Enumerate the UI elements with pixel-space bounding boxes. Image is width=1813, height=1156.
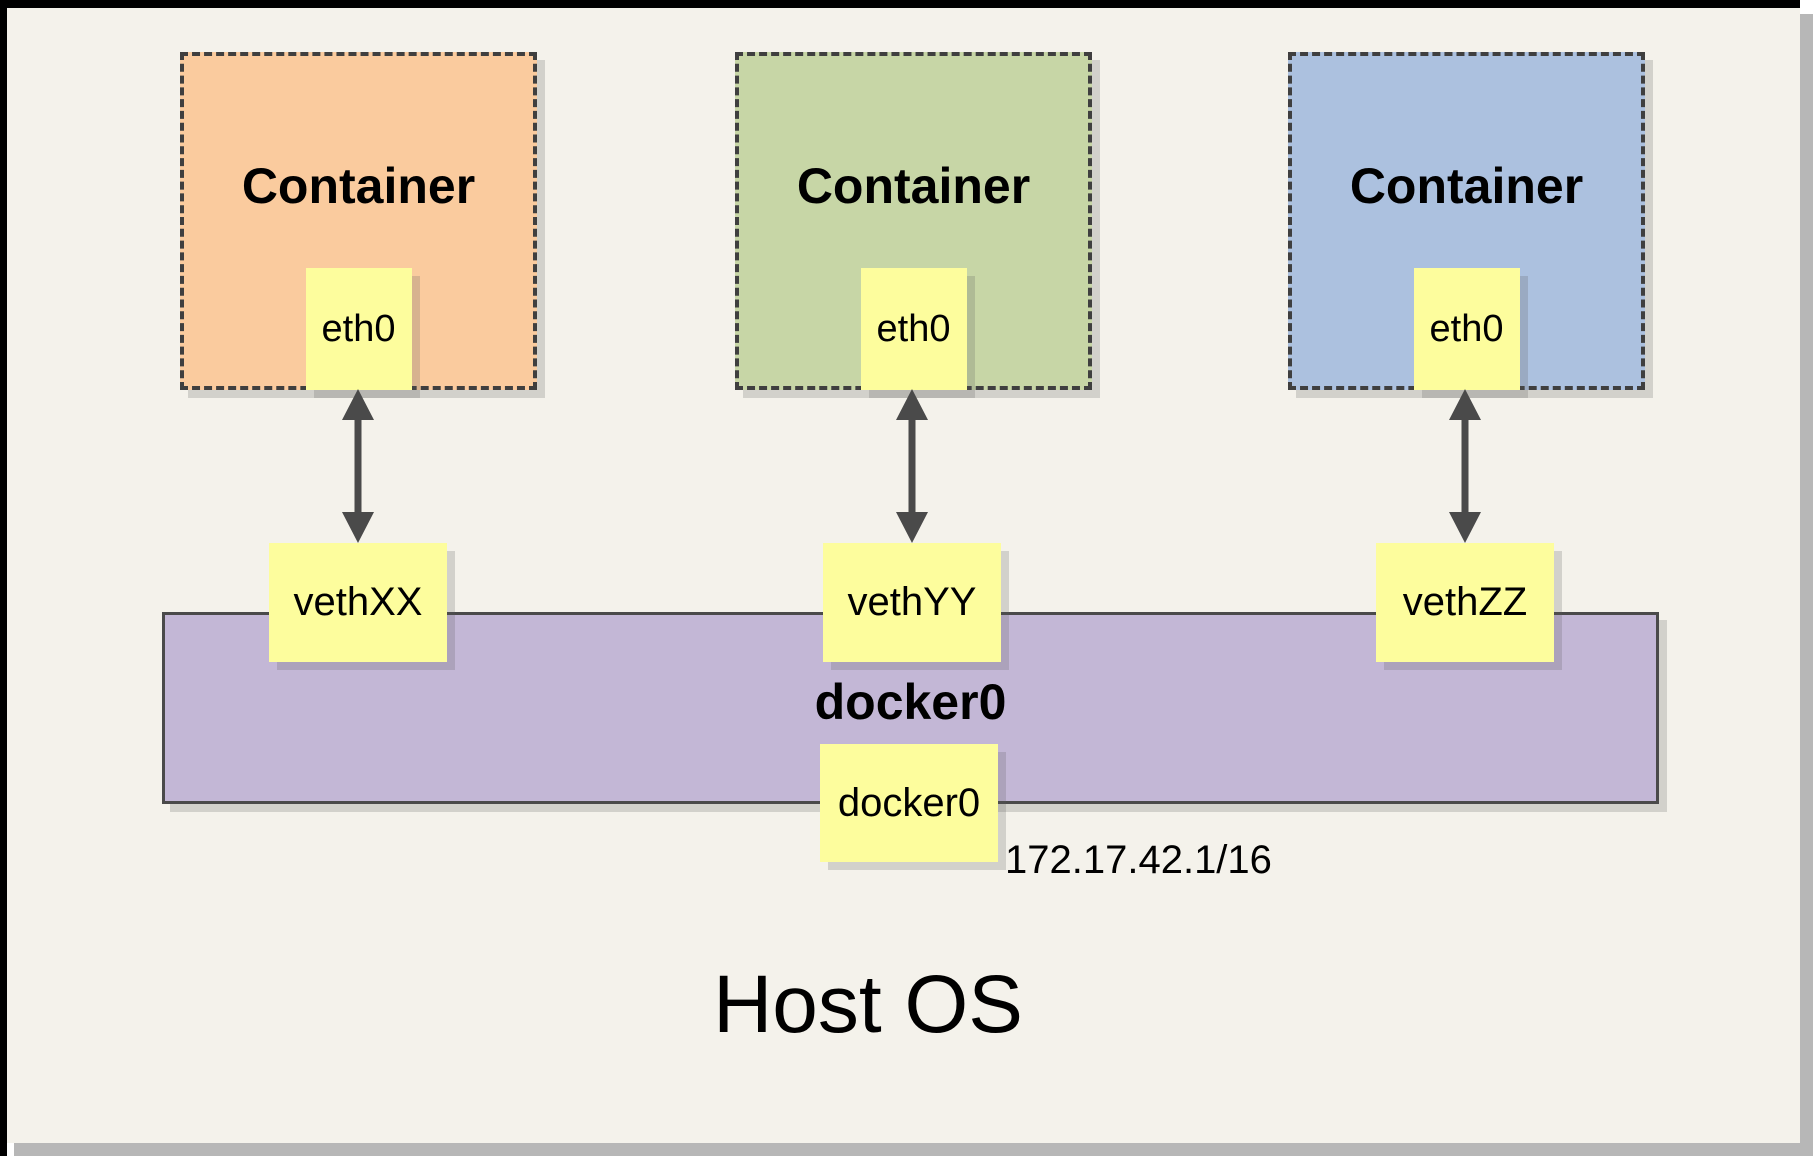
eth0-interface-box: eth0 bbox=[1413, 268, 1520, 390]
container-title: Container bbox=[796, 158, 1031, 214]
frame-shadow-right bbox=[1800, 14, 1813, 1156]
frame-border-left bbox=[0, 0, 7, 1156]
frame-border-top bbox=[0, 0, 1800, 8]
eth0-interface-box: eth0 bbox=[305, 268, 412, 390]
frame-shadow-bottom bbox=[14, 1143, 1813, 1156]
veth-interface-box: vethXX bbox=[269, 543, 447, 662]
connection-arrow-icon bbox=[890, 389, 934, 543]
container-box-1: Container eth0 bbox=[180, 52, 537, 390]
veth-interface-box: vethYY bbox=[823, 543, 1001, 662]
connection-arrow-icon bbox=[336, 389, 380, 543]
docker0-interface-box: docker0 bbox=[820, 744, 998, 862]
eth0-interface-box: eth0 bbox=[860, 268, 967, 390]
bridge-ip-label: 172.17.42.1/16 bbox=[1005, 838, 1272, 882]
container-box-2: Container eth0 bbox=[735, 52, 1092, 390]
host-os-label: Host OS bbox=[713, 959, 1023, 1050]
connection-arrow-icon bbox=[1443, 389, 1487, 543]
docker0-bridge-label: docker0 bbox=[814, 674, 1007, 730]
container-title: Container bbox=[1349, 158, 1584, 214]
veth-interface-box: vethZZ bbox=[1376, 543, 1554, 662]
container-box-3: Container eth0 bbox=[1288, 52, 1645, 390]
container-title: Container bbox=[241, 158, 476, 214]
